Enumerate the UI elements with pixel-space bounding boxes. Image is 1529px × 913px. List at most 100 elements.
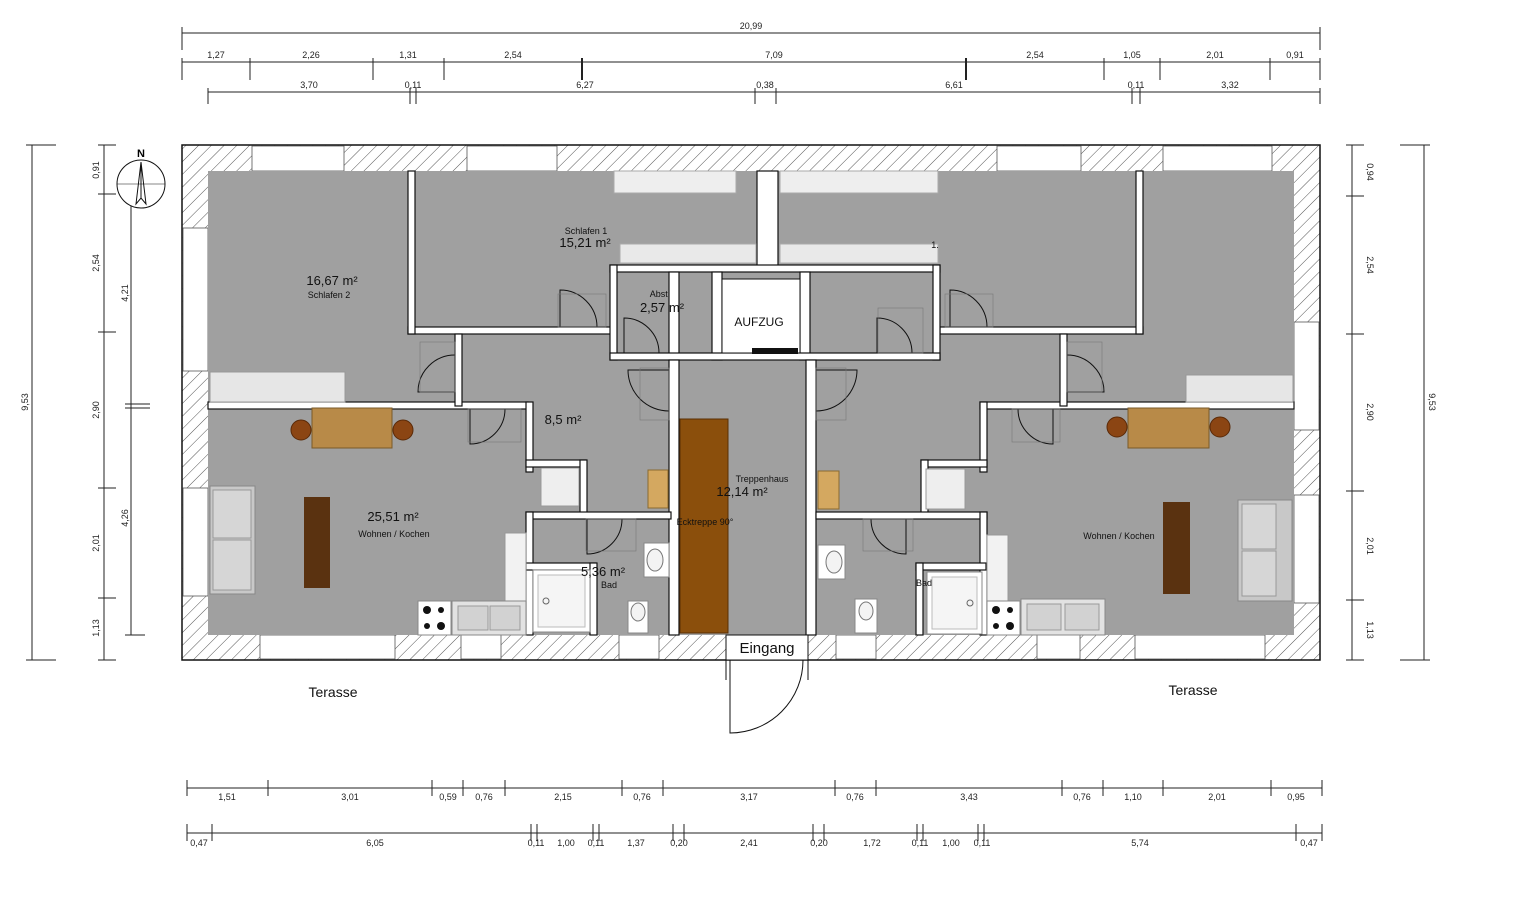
room-area-bad-left: 5,36 m² [581, 564, 626, 579]
dim-bot-r1-3: 0,76 [475, 792, 493, 802]
dim-bot-r2-9: 1,72 [863, 838, 881, 848]
dim-top-r2-5: 0,11 [1128, 80, 1145, 90]
kitchen-counter [504, 532, 527, 602]
chair [392, 419, 414, 441]
room-area-schlafen2: 16,67 m² [306, 273, 358, 288]
room-name-treppenhaus: Treppenhaus [736, 474, 789, 484]
room-name-wohnen-right: Wohnen / Kochen [1083, 531, 1154, 541]
dim-top-r1-0: 1,27 [207, 50, 225, 60]
staircase [679, 418, 729, 634]
room-area-schlafen1: 15,21 m² [559, 235, 611, 250]
stove-left [417, 600, 452, 636]
chair [290, 419, 312, 441]
dim-right-total: 9,53 [1427, 393, 1437, 411]
room-area-abst: 2,57 m² [640, 300, 685, 315]
shower-left [532, 569, 591, 633]
room-area-treppenhaus: 12,14 m² [716, 484, 768, 499]
dim-bot-r2-0: 0,47 [190, 838, 208, 848]
dim-top-r1-8: 0,91 [1286, 50, 1304, 60]
room-labels: 16,67 m² Schlafen 2 Schlafen 1 15,21 m² … [306, 226, 1217, 700]
dim-bot-r1-5: 0,76 [633, 792, 651, 802]
dim-bot-r2-12: 0,11 [974, 838, 991, 848]
wardrobe [209, 371, 346, 403]
washing-machine [925, 468, 966, 510]
dim-bot-r1-8: 3,43 [960, 792, 978, 802]
dim-right-o-0: 0,94 [1365, 163, 1375, 181]
dim-top-r1-7: 2,01 [1206, 50, 1224, 60]
dim-bot-r1-10: 1,10 [1124, 792, 1142, 802]
washbasin-left [643, 542, 670, 578]
north-arrow-icon: N [116, 148, 166, 209]
dim-bot-r1-0: 1,51 [218, 792, 236, 802]
dim-bot-r1-11: 2,01 [1208, 792, 1226, 802]
toilet-right [854, 598, 878, 634]
room-name-bad-left: Bad [601, 580, 617, 590]
dim-top-r1-1: 2,26 [302, 50, 320, 60]
wardrobe [779, 170, 939, 194]
dim-bot-r2-11: 1,00 [942, 838, 960, 848]
room-name-wohnen-left: Wohnen / Kochen [358, 529, 429, 539]
dim-left-i-1: 4,26 [120, 509, 130, 527]
dim-right-o-3: 2,01 [1365, 537, 1375, 555]
elevator-label: AUFZUG [734, 315, 783, 329]
dim-bot-r1-7: 0,76 [846, 792, 864, 802]
elevator-door [752, 348, 798, 354]
sofa-left [209, 485, 256, 595]
dim-top-r1-2: 1,31 [399, 50, 417, 60]
chair [1209, 416, 1231, 438]
dim-top-r2-0: 3,70 [300, 80, 318, 90]
dim-top-r1-6: 1,05 [1123, 50, 1141, 60]
dim-top-r2-3: 0,38 [756, 80, 774, 90]
dim-left-o-1: 2,54 [91, 254, 101, 272]
room-name-bad-right: Bad [916, 578, 932, 588]
entrance-door [729, 659, 804, 734]
dim-top-r1-3: 2,54 [504, 50, 522, 60]
dim-top-r2-2: 6,27 [576, 80, 594, 90]
dim-left-o-0: 0,91 [91, 161, 101, 179]
dining-table-left [311, 407, 393, 449]
dim-bot-r1-1: 3,01 [341, 792, 359, 802]
dim-top-r2-6: 3,32 [1221, 80, 1239, 90]
room-area-flur: 8,5 m² [545, 412, 583, 427]
dim-bot-r1-4: 2,15 [554, 792, 572, 802]
top-dimensions: 20,99 1,27 2,26 1,31 2,54 7,09 2,54 1,05… [181, 21, 1321, 104]
dim-bot-r2-4: 0,11 [588, 838, 605, 848]
sideboard-left [304, 497, 330, 588]
doors [417, 289, 1105, 734]
dim-bot-r2-6: 0,20 [670, 838, 688, 848]
dim-right-o-2: 2,90 [1365, 403, 1375, 421]
chair [1106, 416, 1128, 438]
dim-bot-r1-9: 0,76 [1073, 792, 1091, 802]
dim-left-i-0: 4,21 [120, 284, 130, 302]
toilet-left [627, 600, 649, 634]
dim-top-r2-1: 0,11 [405, 80, 422, 90]
washing-machine [540, 467, 580, 507]
elevator-shaft [721, 278, 801, 354]
dim-left-o-2: 2,90 [91, 401, 101, 419]
fixtures [209, 170, 1294, 636]
dim-bot-r2-7: 2,41 [740, 838, 758, 848]
terrace-label-left: Terasse [308, 684, 357, 700]
shoe-cabinet [817, 470, 840, 510]
dim-left-o-4: 1,13 [91, 619, 101, 637]
entrance-label: Eingang [739, 640, 794, 657]
wardrobe [613, 170, 737, 194]
sideboard-right [1163, 502, 1190, 594]
shelf [779, 243, 939, 264]
room-name-schlafen1: Schlafen 1 [565, 226, 608, 236]
room-name-abst: Abst. [650, 289, 671, 299]
dim-right-o-4: 1,13 [1365, 621, 1375, 639]
dim-left-o-3: 2,01 [91, 534, 101, 552]
dim-right-o-1: 2,54 [1365, 256, 1375, 274]
stove-right [986, 600, 1021, 636]
dining-table-right [1127, 407, 1210, 449]
dim-bot-r1-12: 0,95 [1287, 792, 1305, 802]
terrace-label-right: Terasse [1168, 682, 1217, 698]
dim-bot-r2-2: 0,11 [528, 838, 545, 848]
bottom-dimensions: 1,51 3,01 0,59 0,76 2,15 0,76 3,17 0,76 … [186, 780, 1323, 848]
wardrobe [1185, 374, 1294, 403]
shelf [619, 243, 757, 264]
left-dimensions: 9,53 0,91 2,54 2,90 2,01 1,13 4,21 4,26 [20, 144, 150, 661]
dim-top-r1-4: 7,09 [765, 50, 783, 60]
dim-top-r1-5: 2,54 [1026, 50, 1044, 60]
